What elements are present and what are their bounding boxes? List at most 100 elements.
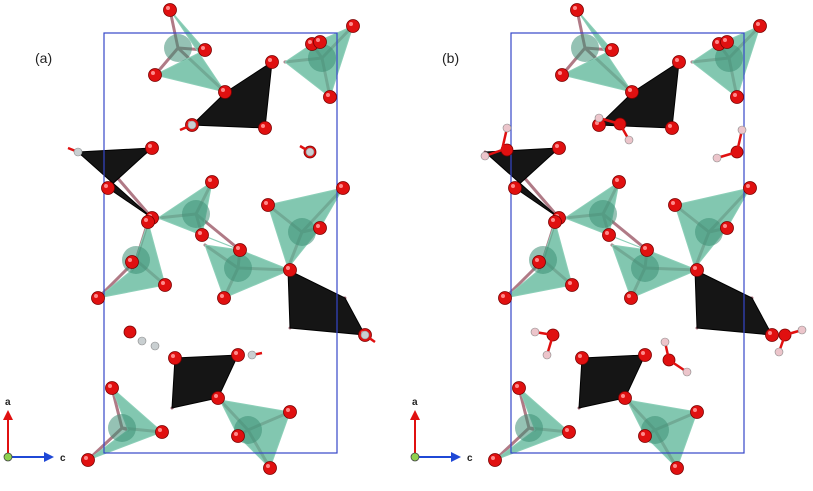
- p1-oxygen-highlight-17: [671, 201, 675, 205]
- p0-oxygen-atom-10: [258, 121, 272, 135]
- p0-oxygen-atom-28: [231, 348, 245, 362]
- p0-oxygen-atom-3: [218, 85, 232, 99]
- p0-oxygen-highlight-3: [221, 88, 225, 92]
- p0-oxygen-highlight-5: [308, 40, 312, 44]
- p1-axis-label-c: c: [467, 453, 473, 464]
- p1-dark-tetrahedron-3: [578, 354, 646, 409]
- crystal-structure-a: ac: [3, 3, 376, 475]
- p1-axis-a-arrowhead: [410, 410, 420, 420]
- p1-oxygen-highlight-35: [673, 464, 677, 468]
- p0-oxygen-atom-32: [81, 453, 95, 467]
- p0-oxygen-atom-11: [145, 141, 159, 155]
- p1-oxygen-highlight-1: [608, 46, 612, 50]
- p0-central-atom-5: [224, 254, 252, 282]
- p1-oxygen-highlight-23: [501, 294, 505, 298]
- p1-oxygen-highlight-28: [641, 351, 645, 355]
- p1-oxygen-highlight-14: [615, 178, 619, 182]
- p1-central-atom-6: [515, 414, 543, 442]
- p0-oxygen-highlight-32: [84, 456, 88, 460]
- p1-oxygen-atom-22: [532, 255, 546, 269]
- p0-oxygen-atom-6: [346, 19, 360, 33]
- p0-oxygen-highlight-27: [171, 354, 175, 358]
- p1-oxygen-atom-27: [575, 351, 589, 365]
- p1-oxygen-atom-8: [720, 35, 734, 49]
- p0-oxygen-atom-17: [261, 198, 275, 212]
- p1-oxygen-highlight-4: [675, 58, 679, 62]
- p1-oxygen-highlight-19: [723, 224, 727, 228]
- p1-oxygen-atom-31: [562, 425, 576, 439]
- p1-dark-tetrahedron-1: [483, 147, 561, 219]
- p1-hydrogen-atom-6: [530, 327, 540, 337]
- p0-oxygen-atom-0: [163, 3, 177, 17]
- p0-oxygen-highlight-30: [108, 384, 112, 388]
- p1-oxygen-highlight-27: [578, 354, 582, 358]
- panel-label-b: (b): [442, 50, 460, 66]
- p1-oxygen-atom-28: [638, 348, 652, 362]
- p0-central-atom-3: [288, 218, 316, 246]
- p0-oxygen-atom-8: [313, 35, 327, 49]
- p1-oxygen-atom-24: [565, 278, 579, 292]
- p1-hydrogen-atom-1: [480, 151, 490, 161]
- p1-oxygen-atom-15: [602, 228, 616, 242]
- p0-oxygen-atom-35: [263, 461, 277, 475]
- p0-oxygen-highlight-14: [208, 178, 212, 182]
- p0-oxygen-highlight-35: [266, 464, 270, 468]
- p0-axis-a-arrowhead: [3, 410, 13, 420]
- p0-oxygen-atom-12: [101, 181, 115, 195]
- p0-oxygen-highlight-24: [161, 281, 165, 285]
- p0-oxygen-atom-31: [155, 425, 169, 439]
- p0-water-oxygen-1: [123, 325, 137, 339]
- p1-oxygen-atom-10: [665, 121, 679, 135]
- p0-oxygen-atom-24: [158, 278, 172, 292]
- p1-oxygen-highlight-15: [605, 231, 609, 235]
- p0-oxygen-atom-1: [198, 43, 212, 57]
- p0-oxygen-highlight-31: [158, 428, 162, 432]
- p0-oxygen-atom-29: [211, 391, 225, 405]
- p0-oxygen-atom-19: [313, 221, 327, 235]
- p0-oxygen-atom-34: [231, 429, 245, 443]
- p1-oxygen-atom-11: [552, 141, 566, 155]
- crystal-structure-b: ac: [410, 3, 807, 475]
- p1-central-atom-3: [695, 218, 723, 246]
- p1-oxygen-atom-35: [670, 461, 684, 475]
- p0-oxygen-highlight-7: [326, 93, 330, 97]
- p1-oxygen-highlight-33: [693, 408, 697, 412]
- p0-oxygen-atom-33: [283, 405, 297, 419]
- p0-oxygen-highlight-23: [94, 294, 98, 298]
- p0-oxygen-highlight-6: [349, 22, 353, 26]
- p0-axis-label-a: a: [5, 397, 11, 408]
- p1-oxygen-highlight-21: [551, 218, 555, 222]
- p1-oxygen-atom-29: [618, 391, 632, 405]
- p0-oxygen-atom-20: [283, 263, 297, 277]
- p0-oxygen-highlight-17: [264, 201, 268, 205]
- p1-hydrogen-atom-2: [594, 113, 604, 123]
- p1-oxygen-atom-34: [638, 429, 652, 443]
- p1-oxygen-highlight-31: [565, 428, 569, 432]
- p0-oxygen-atom-7: [323, 90, 337, 104]
- p0-oxygen-highlight-2: [151, 71, 155, 75]
- p0-oxygen-highlight-4: [268, 58, 272, 62]
- p1-hydrogen-atom-8: [660, 337, 670, 347]
- p0-oxygen-highlight-19: [316, 224, 320, 228]
- p0-oxygen-highlight-22: [128, 258, 132, 262]
- p0-oxygen-atom-21: [141, 215, 155, 229]
- p1-oxygen-highlight-30: [515, 384, 519, 388]
- p1-hydrogen-atom-10: [797, 325, 807, 335]
- p0-central-atom-0: [164, 34, 192, 62]
- p1-oxygen-atom-12: [508, 181, 522, 195]
- p1-oxygen-highlight-3: [628, 88, 632, 92]
- p1-oxygen-highlight-11: [555, 144, 559, 148]
- p0-central-atom-1: [308, 44, 336, 72]
- p1-oxygen-highlight-12: [511, 184, 515, 188]
- p0-oxygen-highlight-0: [166, 6, 170, 10]
- p0-oxygen-highlight-15: [198, 231, 202, 235]
- p1-oxygen-atom-14: [612, 175, 626, 189]
- p0-oxygen-atom-22: [125, 255, 139, 269]
- p1-central-atom-1: [715, 44, 743, 72]
- p0-oxygen-highlight-25: [220, 294, 224, 298]
- p1-oxygen-highlight-5: [715, 40, 719, 44]
- structure-group-a: ac: [3, 3, 376, 475]
- p0-hydrogen-atom-5: [137, 336, 147, 346]
